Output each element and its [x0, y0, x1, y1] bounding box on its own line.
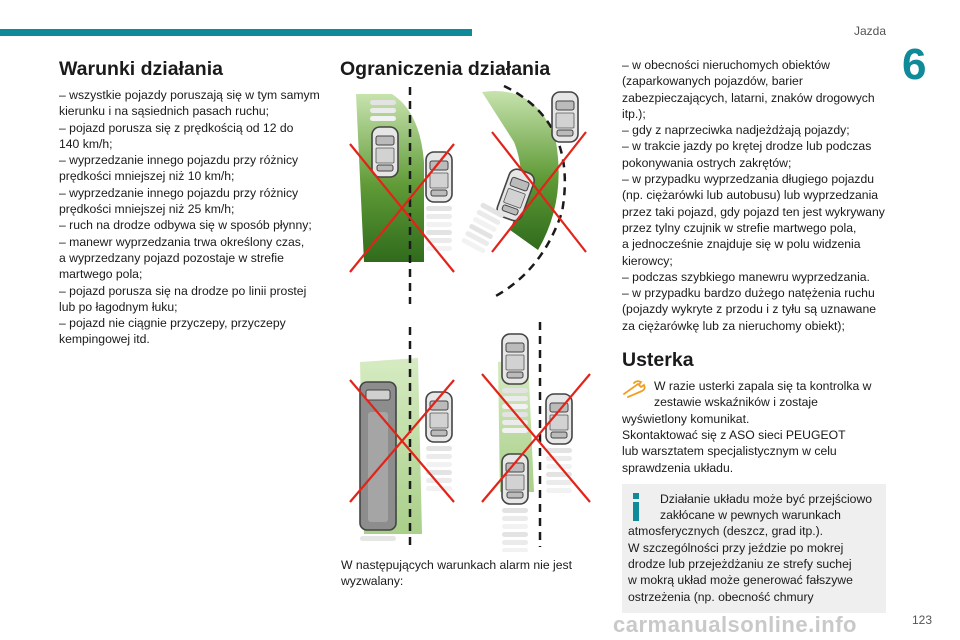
text-line: W następujących warunkach alarm nie jest [341, 558, 572, 572]
text-line: – wyprzedzanie innego pojazdu przy różni… [59, 153, 299, 168]
text-line: – w przypadku bardzo dużego natężenia ru… [622, 286, 875, 301]
watermark: carmanualsonline.info [613, 612, 857, 637]
fault-title: Usterka [622, 349, 694, 372]
info-box: Działanie układu może być przejściowo zak… [622, 483, 886, 613]
text-line: drodze lub przejeżdżaniu ze strefy suche… [628, 557, 852, 572]
wrench-warning-icon [623, 380, 646, 398]
text-line: – pojazd porusza się na drodze po linii … [59, 283, 307, 298]
text-line: – podczas szybkiego manewru wyprzedzania… [622, 269, 870, 284]
text-line: – pojazd nie ciągnie przyczepy, przyczep… [59, 316, 286, 331]
text-line: (pojazdy wykryte z przodu i z tyłu są uz… [622, 302, 877, 317]
section-title: Ograniczenia działania [340, 58, 551, 80]
text-line: – pojazd porusza się z prędkością od 12 … [59, 120, 294, 135]
text-line: (np. ciężarówki lub autobusu) lub wyprze… [622, 188, 879, 203]
text-line: ostrzeżenia (np. obecność chmury [628, 589, 814, 604]
text-line: za ciężarówkę lub za nieruchomy obiekt); [622, 318, 845, 333]
figure-caption: W następujących warunkach alarm nie jest… [341, 557, 603, 590]
text-line: pokonywania ostrych zakrętów; [622, 155, 792, 170]
limitations-continued: – w obecności nieruchomych obiektów (zapa… [622, 57, 886, 613]
text-line: zestawie wskaźników i zostaje [654, 395, 818, 410]
text-line: – wyprzedzanie innego pojazdu przy różni… [59, 185, 299, 200]
text-line: wyświetlony komunikat. [622, 411, 750, 426]
figure-3 [349, 327, 455, 547]
text-line: martwego pola; [59, 267, 143, 282]
chapter-number: 6 [902, 40, 927, 89]
figure-1 [349, 87, 455, 304]
text-line: – manewr wyprzedzania trwa określony cza… [59, 234, 305, 249]
text-line: (zaparkowanych pojazdów, barier [622, 74, 803, 89]
text-line: kierunku i na sąsiednich pasach ruchu; [59, 104, 270, 119]
text-line: W szczególności przy jeździe po mokrej [628, 540, 844, 555]
text-line: wyzwalany: [341, 574, 404, 589]
limitations-section: Ograniczenia działania [340, 57, 602, 87]
text-line: – gdy z naprzeciwka nadjeżdżają pojazdy; [622, 123, 850, 138]
operating-conditions-section: Warunki działania – wszystkie pojazdy po… [59, 57, 321, 348]
text-line: 140 km/h; [59, 136, 113, 151]
text-line: prędkości mniejszej niż 10 km/h; [59, 169, 235, 184]
text-line: atmosferycznych (deszcz, grad itp.). [628, 524, 824, 539]
text-line: a jednocześnie znajduje się w polu widze… [622, 237, 861, 252]
text-line: Skontaktować się z ASO sieci PEUGEOT [622, 427, 846, 442]
text-line: zakłócane w pewnych warunkach [660, 508, 841, 523]
text-line: a wyprzedzany pojazd pozostaje w strefie [59, 250, 284, 265]
figure-2 [460, 84, 587, 300]
running-head: Jazda [853, 24, 886, 38]
text-line: prędkości mniejszej niż 25 km/h; [59, 202, 235, 217]
text-line: sprawdzenia układu. [622, 460, 734, 475]
text-line: W razie usterki zapala się ta kontrolka … [654, 379, 872, 394]
text-line: – w obecności nieruchomych obiektów [622, 58, 830, 72]
text-line: – w przypadku wyprzedzania długiego poja… [622, 172, 875, 187]
text-line: Działanie układu może być przejściowo [660, 491, 873, 506]
conditions-text: – wszystkie pojazdy poruszają się w tym … [59, 87, 321, 348]
text-line: przez tylny czujnik w strefie martwego p… [622, 220, 857, 235]
header-accent-bar [0, 29, 472, 36]
limitations-text: – w obecności nieruchomych obiektów (zapa… [622, 57, 886, 334]
text-line: itp.); [622, 106, 646, 121]
text-line: lub warsztatem specjalistycznym w celu [622, 444, 837, 459]
fault-note: W razie usterki zapala się ta kontrolka … [622, 378, 886, 476]
page-number: 123 [911, 613, 932, 627]
section-title: Warunki działania [59, 58, 223, 80]
info-icon [633, 492, 639, 521]
text-line: – wszystkie pojazdy poruszają się w tym … [59, 88, 320, 102]
text-line: kempingowej itd. [59, 332, 150, 347]
text-line: lub po łagodnym łuku; [59, 299, 178, 314]
text-line: – ruch na drodze odbywa się w sposób pły… [59, 218, 312, 233]
text-line: zabezpieczających, latarni, znaków drogo… [622, 90, 875, 105]
figure-4 [481, 322, 591, 552]
text-line: kierowcy; [622, 253, 673, 268]
text-line: w mokrą układ może generować fałszywe [628, 573, 853, 588]
blind-spot-illustrations [349, 84, 591, 552]
text-line: przez taki pojazd, gdy pojazd ten jest w… [622, 204, 885, 219]
text-line: – w trakcie jazdy po krętej drodze lub p… [622, 139, 872, 154]
